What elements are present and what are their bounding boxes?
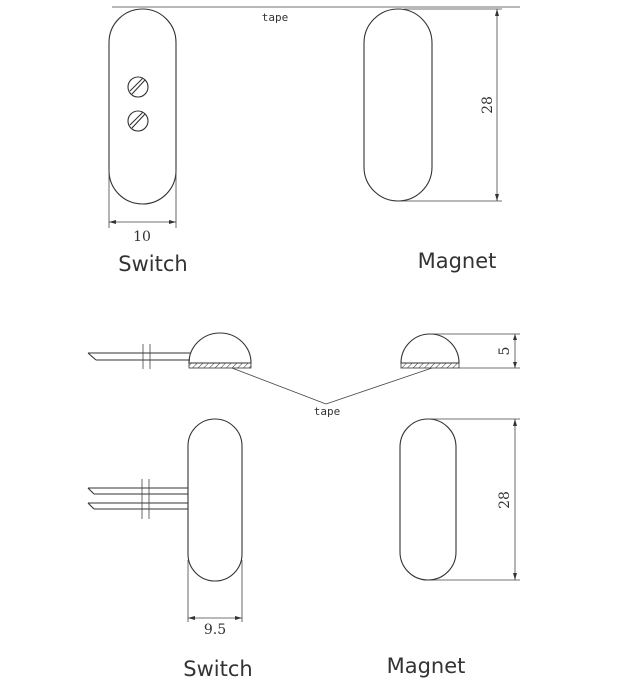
switch-caption-top: Switch [118,252,187,276]
magnet-length-label-top: 28 [480,96,496,114]
tape-label-middle: tape [314,405,341,418]
magnet-length-dimension-bottom [428,418,520,581]
switch-wires-side [87,344,190,369]
dome-height-dimension [430,333,520,369]
screw-upper [127,76,149,98]
top-view: tape 10 Switch [108,6,520,276]
screw-lower [127,110,149,132]
magnet-caption-bottom: Magnet [387,654,466,678]
switch-wires-bottom [87,479,188,519]
magnet-dome-side [400,333,460,364]
switch-width-dimension-top [108,170,177,228]
switch-body-top [108,8,177,205]
side-view: tape 5 [87,332,520,418]
switch-caption-bottom: Switch [183,657,252,681]
switch-body-bottom [187,418,243,582]
magnet-body-top [363,8,433,202]
magnet-body-bottom [399,418,457,581]
switch-width-label-bottom: 9.5 [204,622,226,638]
tape-label-top: tape [262,11,289,24]
magnet-length-label-bottom: 28 [497,491,513,509]
tape-leader-lines [231,367,433,405]
dome-height-label: 5 [497,347,513,356]
switch-tape-strip [188,362,252,369]
switch-dome-side [188,332,252,364]
switch-width-dimension-bottom [187,560,243,622]
switch-width-label-top: 10 [133,229,151,245]
magnet-caption-top: Magnet [418,249,497,273]
magnet-length-dimension-top [398,8,502,202]
magnet-tape-strip [400,362,460,369]
bottom-view: 9.5 Switch 28 Magnet [87,418,520,681]
